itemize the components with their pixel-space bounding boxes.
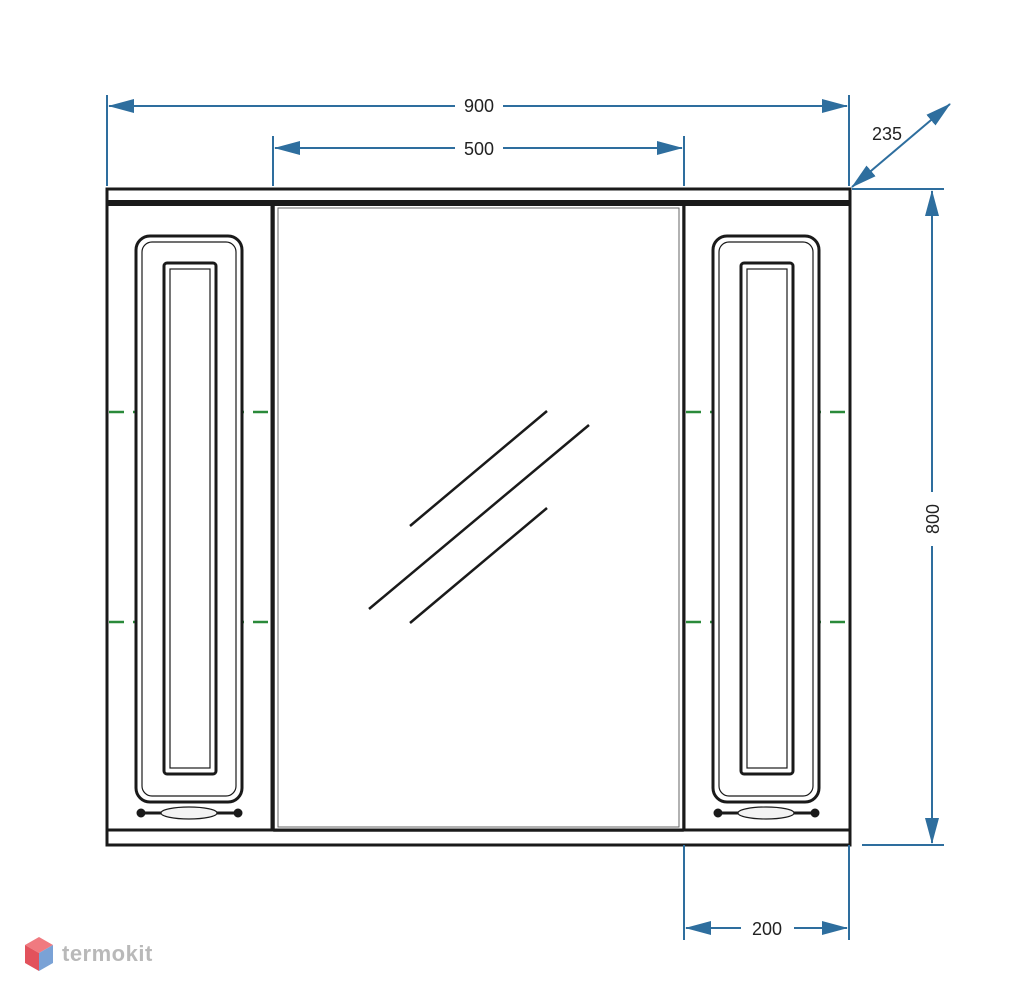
right-door [711, 234, 821, 820]
mirror-frame-outer [273, 203, 684, 832]
cabinet-outline [105, 187, 852, 847]
left-handle [136, 806, 243, 820]
brand-watermark: termokit [24, 936, 153, 972]
mirror-reflection-line [409, 410, 548, 527]
dimension-label-900: 900 [464, 96, 494, 116]
dimension-label-800: 800 [923, 504, 943, 534]
top-cornice [107, 200, 850, 206]
right-door-glass-inner [746, 268, 788, 769]
mirror-reflection-line [409, 507, 548, 624]
dim-line-235 [851, 103, 951, 188]
dimensions [106, 95, 951, 940]
cube-logo-icon [25, 937, 53, 971]
left-door [134, 234, 244, 820]
cabinet-body [105, 187, 852, 847]
mirror-frame-inner [277, 207, 680, 828]
dimension-label-500: 500 [464, 139, 494, 159]
dimension-label-200: 200 [752, 919, 782, 939]
left-door-glass-inner [169, 268, 211, 769]
dimension-label-235: 235 [872, 124, 902, 144]
brand-name: termokit [62, 941, 153, 966]
right-handle [713, 806, 820, 820]
mirror-reflection-line [368, 424, 590, 610]
mirror-door [273, 203, 684, 832]
